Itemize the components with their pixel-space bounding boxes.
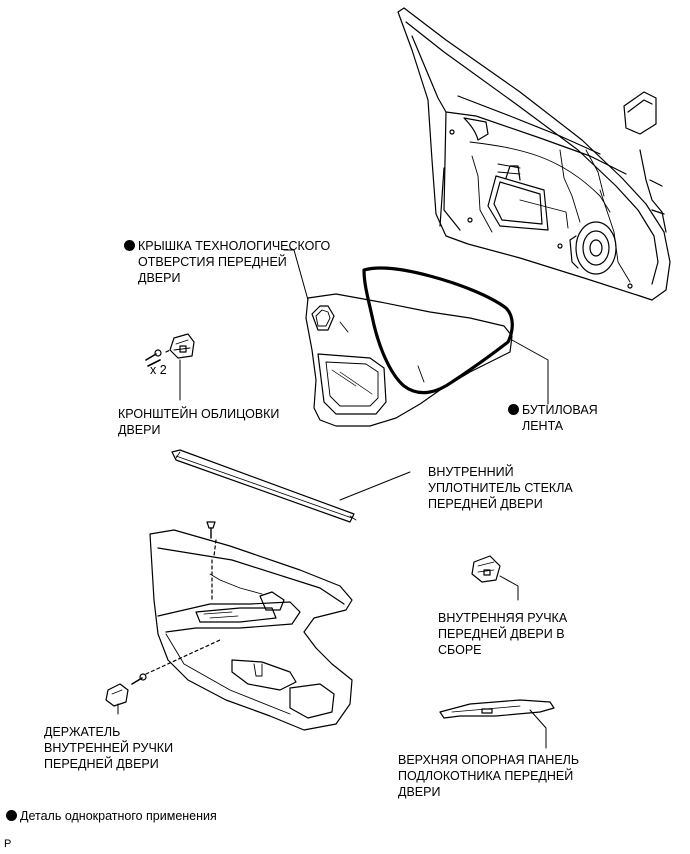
label-butyl-tape: БУТИЛОВАЯ ЛЕНТА (508, 402, 598, 434)
label-inner-handle-bezel: ДЕРЖАТЕЛЬ ВНУТРЕННЕЙ РУЧКИ ПЕРЕДНЕЙ ДВЕР… (44, 725, 174, 771)
butyl-tape (362, 266, 514, 395)
label-inner-handle-sub-assembly: ВНУТРЕННЯЯ РУЧКА ПЕРЕДНЕЙ ДВЕРИ В СБОРЕ (438, 611, 568, 657)
inner-handle-sub-assembly (471, 555, 501, 583)
trim-clip (206, 521, 216, 539)
label-armrest-upper-panel: ВЕРХНЯЯ ОПОРНАЯ ПАНЕЛЬ ПОДЛОКОТНИКА ПЕРЕ… (398, 753, 580, 799)
inner-glass-weatherstrip (171, 449, 357, 523)
one-time-use-marker (124, 240, 135, 251)
trim-screw (131, 639, 221, 685)
inner-handle-bezel (105, 683, 129, 707)
label-service-hole-cover: КРЫШКА ТЕХНОЛОГИЧЕСКОГО ОТВЕРСТИЯ ПЕРЕДН… (124, 238, 330, 286)
label-door-trim-bracket: КРОНШТЕЙН ОБЛИЦОВКИ ДВЕРИ (118, 407, 280, 437)
door-trim-bracket (145, 333, 195, 367)
armrest-upper-panel (439, 699, 555, 719)
label-qty: x 2 (150, 363, 167, 377)
leader-lines (117, 249, 549, 749)
label-inner-glass-weatherstrip: ВНУТРЕННИЙ УПЛОТНИТЕЛЬ СТЕКЛА ПЕРЕДНЕЙ Д… (428, 465, 573, 511)
front-door-frame (397, 7, 671, 301)
legend-one-time-use: Деталь однократного применения (6, 808, 217, 824)
service-hole-cover (305, 293, 513, 427)
one-time-use-marker (6, 810, 17, 821)
one-time-use-marker (508, 404, 519, 415)
corner-mark: P (4, 838, 12, 850)
front-door-trim-panel (149, 529, 353, 731)
